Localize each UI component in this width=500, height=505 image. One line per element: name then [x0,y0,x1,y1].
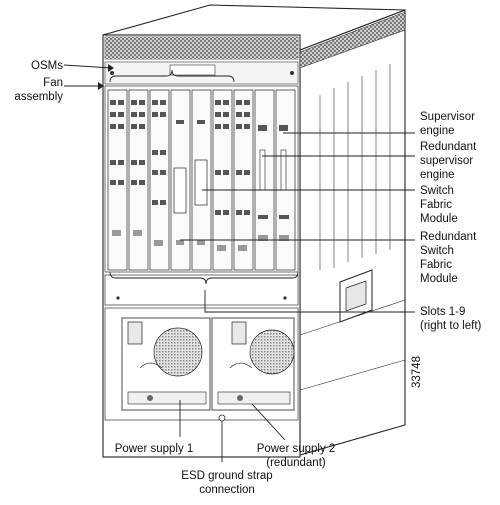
label-osms: OSMs [31,60,63,72]
label-fan-line1: Fan [43,77,63,89]
label-slots-line2: (right to left) [420,320,482,332]
callout-labels: OSMs Fan assembly Supervisor engine Redu… [14,60,481,496]
fan-assembly [104,61,299,85]
label-redundant-sfm-line4: Module [420,273,458,285]
label-redundant-sfm-line3: Fabric [420,259,452,271]
slot-1 [107,89,128,271]
label-esd-line2: connection [199,484,255,496]
figure-id: 33748 [411,356,423,388]
label-esd-line1: ESD ground strap [181,470,272,482]
label-redundant-supervisor-line3: engine [420,169,455,181]
side-vents [319,64,391,270]
label-power-supply-2-line1: Power supply 2 [257,443,336,455]
label-supervisor-line1: Supervisor [420,111,475,123]
slot-8 [254,89,275,271]
label-redundant-supervisor-line1: Redundant [420,141,477,153]
label-redundant-supervisor-line2: supervisor [420,155,473,167]
label-redundant-sfm-line1: Redundant [420,231,477,243]
slot-6 [212,89,233,271]
label-power-supply-1: Power supply 1 [115,443,194,455]
bracket-slots [109,271,299,285]
label-power-supply-2-line2: (redundant) [266,457,326,469]
label-sfm-line3: Module [420,213,458,225]
label-sfm-line2: Fabric [420,199,452,211]
module-slots [107,89,296,271]
power-supply-1 [121,317,211,411]
slot-7 [233,89,254,271]
slot-9 [275,89,296,271]
label-sfm-line1: Switch [420,185,454,197]
slot-5 [191,89,212,271]
label-redundant-sfm-line2: Switch [420,245,454,257]
label-supervisor-line2: engine [420,125,455,137]
label-slots-line1: Slots 1-9 [420,306,465,318]
power-supply-2 [211,317,295,411]
lower-section [104,274,299,422]
side-handle [339,269,373,323]
slot-4 [170,89,191,271]
bracket-osms [109,69,235,83]
label-fan-line2: assembly [14,91,63,103]
top-vent-grille [104,36,299,60]
leader-lines [63,64,415,462]
slot-2 [128,89,149,271]
slot-3 [149,89,170,271]
esd-ground-connector [218,414,226,422]
